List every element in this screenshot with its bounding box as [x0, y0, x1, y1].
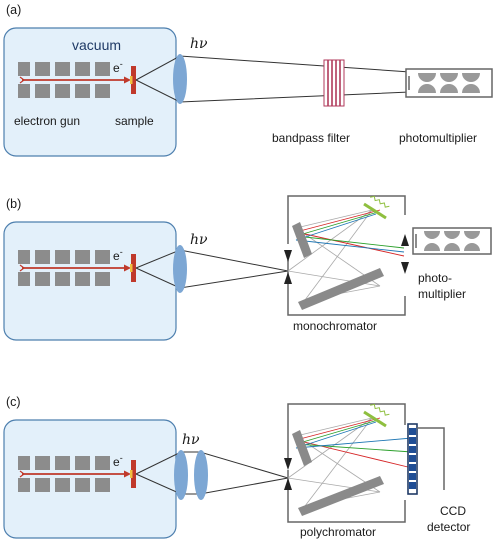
electron-gun [18, 250, 110, 286]
exit-slit-top [401, 234, 409, 246]
lens-2 [194, 450, 208, 500]
bandpass-filter [323, 59, 345, 107]
blue-ray [295, 213, 405, 253]
electron-label: e- [113, 59, 123, 75]
ccd-label-line2: detector [427, 520, 470, 534]
light-ray-lower [135, 473, 289, 495]
mirror-upper [292, 222, 312, 258]
entrance-slit-bottom [284, 478, 292, 490]
emission-spot [130, 264, 133, 272]
diffraction-grating [363, 403, 390, 428]
photomultiplier-label-line2: multiplier [418, 287, 466, 301]
photon-label: hν [190, 232, 208, 248]
sample-label: sample [115, 114, 154, 128]
blue-ray [295, 421, 413, 449]
sample [131, 460, 136, 488]
lens-1 [174, 450, 188, 500]
beam-arrowhead [124, 76, 131, 84]
polychromator [284, 403, 413, 523]
mirror-lower [298, 268, 384, 310]
photomultiplier-label: photomultiplier [399, 131, 477, 145]
electron-label: e- [113, 453, 123, 469]
red-ray [295, 209, 405, 257]
entrance-slit-bottom [284, 272, 292, 284]
vacuum-label: vacuum [72, 37, 121, 53]
photomultiplier [412, 227, 492, 255]
emission-spot [130, 470, 133, 478]
electron-gun-label: electron gun [14, 114, 80, 128]
monochromator [284, 195, 409, 316]
electron-gun [18, 62, 110, 98]
ccd-label-line1: CCD [440, 504, 466, 518]
lens [173, 245, 187, 293]
polychromator-label: polychromator [300, 525, 376, 539]
entrance-slit-top [284, 250, 292, 262]
exit-slit-bottom [401, 262, 409, 274]
panel-b-label: (b) [6, 197, 21, 211]
electron-label: e- [113, 247, 123, 263]
mirror-upper [292, 430, 312, 466]
ccd-detector [407, 423, 445, 495]
photomultiplier-label-line1: photo- [418, 271, 452, 285]
red-ray [295, 417, 413, 469]
beam-arrowhead [124, 264, 131, 272]
photomultiplier [405, 68, 493, 98]
sample [131, 66, 136, 94]
light-ray-upper [135, 451, 289, 479]
green-ray [295, 419, 413, 453]
lens [173, 54, 187, 104]
mirror-lower [298, 476, 384, 516]
sample [131, 254, 136, 282]
panel-c-label: (c) [6, 395, 21, 409]
photon-label: hν [182, 432, 200, 448]
entrance-slit-top [284, 458, 292, 470]
panel-c: (c) e- hν [3, 395, 470, 539]
panel-a: (a) vacuum e- electron gun sample hν [3, 3, 493, 157]
emission-spot [130, 76, 133, 84]
panel-a-label: (a) [6, 3, 21, 17]
bandpass-filter-label: bandpass filter [272, 131, 350, 145]
diffraction-grating [363, 195, 390, 220]
photon-label: hν [190, 36, 208, 52]
electron-gun [18, 456, 110, 492]
green-ray [295, 211, 405, 249]
panel-b: (b) e- hν [3, 195, 492, 341]
monochromator-label: monochromator [293, 319, 377, 333]
beam-arrowhead [124, 470, 131, 478]
